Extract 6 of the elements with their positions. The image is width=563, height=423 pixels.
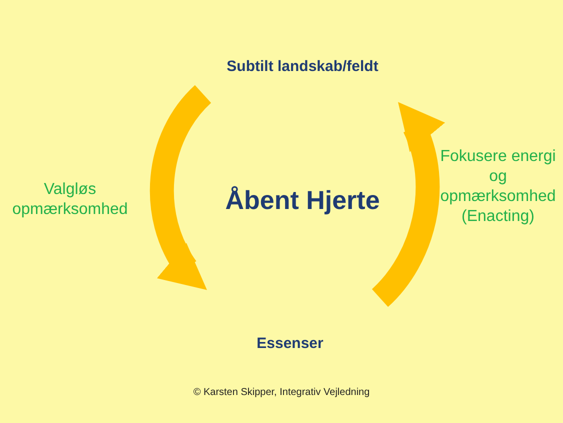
heading-text: Subtilt landskab/feldt: [226, 58, 378, 75]
edge-label: Fokusere energi og opmærksomhed (Enacting): [439, 147, 557, 227]
copyright-note: © Karsten Skipper, Integrativ Vejledning: [193, 387, 370, 398]
heading-text: Essenser: [256, 335, 324, 352]
edge-label: Valgløs opmærksomhed: [11, 180, 129, 220]
center-title: Åbent Hjerte: [225, 184, 380, 216]
